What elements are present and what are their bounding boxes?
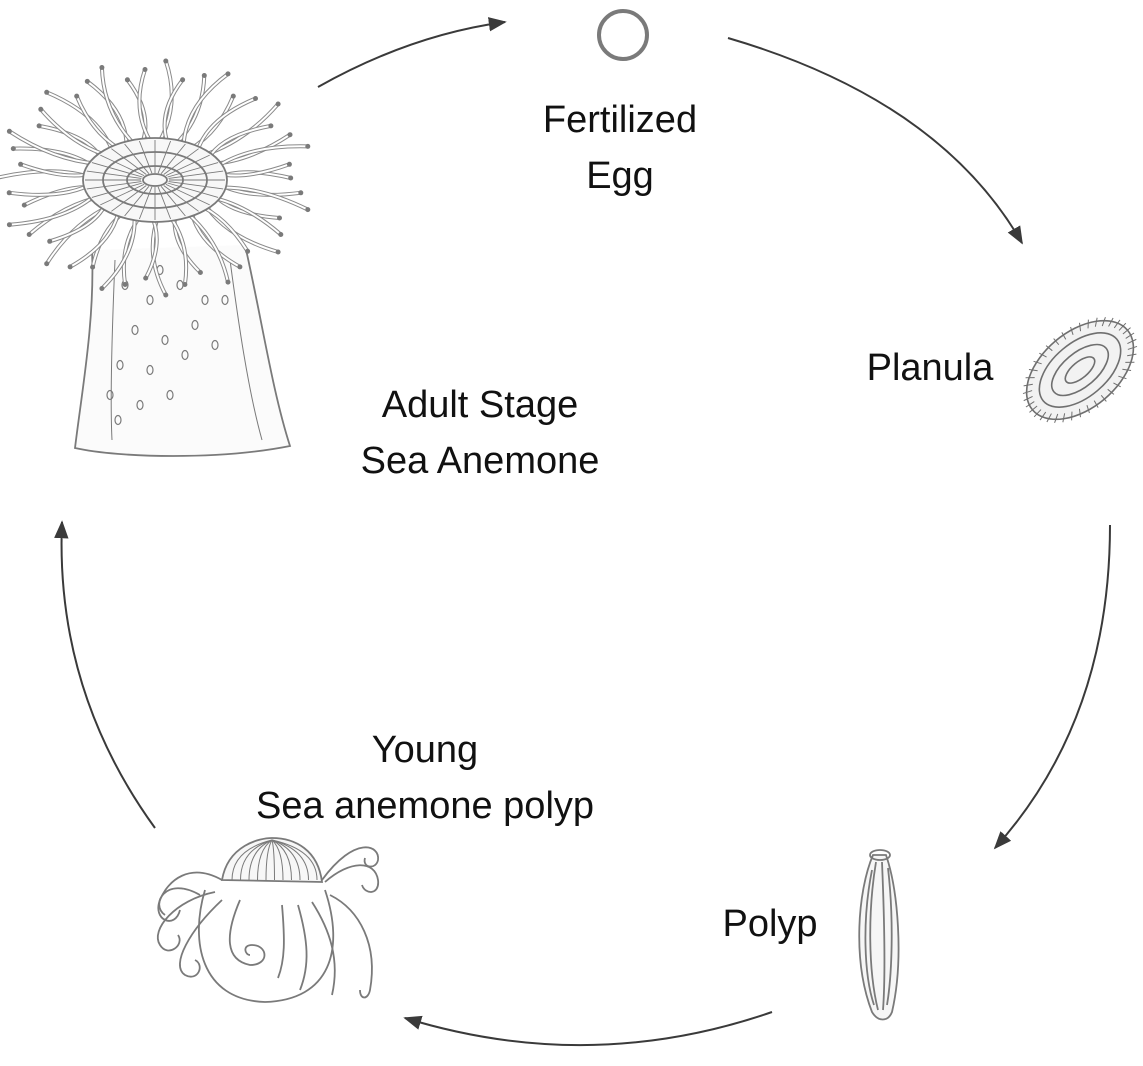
label-planula-line-1: Planula [866,347,994,389]
label-adult-stage: Adult Stage Sea Anemone [320,377,640,489]
polyp-icon [858,849,900,1021]
label-young-polyp-line-2: Sea anemone polyp [255,785,595,827]
arrow-adult-to-egg [317,17,507,88]
arrow-polyp-to-young [403,1011,773,1046]
arrow-egg-to-planula [727,37,1023,245]
adult-anemone-icon [0,58,311,457]
label-young-polyp-line-1: Young [371,729,479,771]
label-polyp-line-1: Polyp [722,903,818,945]
egg-icon [597,9,649,61]
young-polyp-icon [157,837,379,1003]
label-polyp: Polyp [705,896,835,952]
arrow-young-to-adult [54,520,156,829]
label-fertilized-egg-line-2: Egg [586,155,654,197]
label-fertilized-egg-line-1: Fertilized [542,99,698,141]
label-planula: Planula [850,340,1010,396]
arrow-planula-to-polyp [993,524,1111,850]
label-adult-stage-line-2: Sea Anemone [360,440,600,482]
planula-icon [1022,317,1138,423]
label-young-polyp: Young Sea anemone polyp [215,722,635,834]
label-fertilized-egg: Fertilized Egg [520,92,720,204]
label-adult-stage-line-1: Adult Stage [381,384,579,426]
